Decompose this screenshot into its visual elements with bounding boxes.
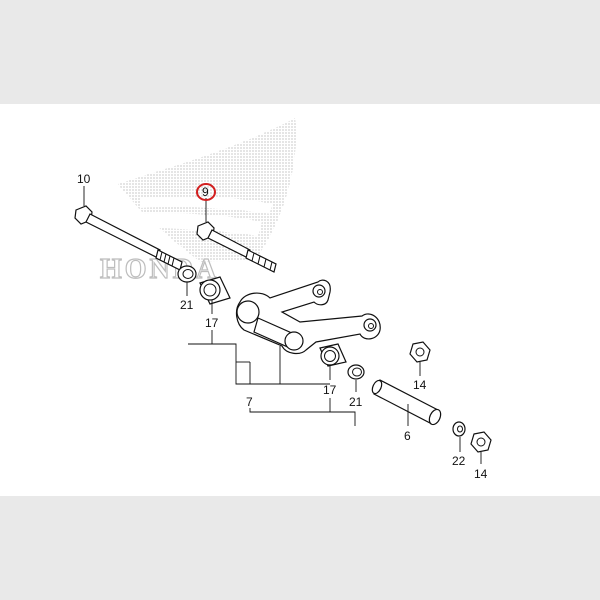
- bolt-10: [74, 205, 183, 271]
- leader-lines: [83, 186, 482, 464]
- link-arm-7: [235, 279, 381, 355]
- honda-wing-logo: [118, 118, 296, 262]
- nut-14-lower: [470, 431, 492, 453]
- bearing-17-upper: [199, 276, 231, 305]
- collar-6: [371, 379, 442, 426]
- bolt-9: [196, 221, 277, 273]
- highlight-circle: [196, 183, 216, 201]
- callout-9: 9: [202, 185, 209, 199]
- callout-22: 22: [452, 454, 466, 468]
- callout-21-upper: 21: [180, 298, 194, 312]
- nut-14-upper: [409, 341, 431, 363]
- washer-22: [452, 421, 466, 437]
- callout-10: 10: [77, 172, 91, 186]
- callout-7: 7: [246, 395, 253, 409]
- callout-6: 6: [404, 429, 411, 443]
- callout-21-lower: 21: [349, 395, 363, 409]
- bearing-17-lower: [319, 343, 347, 367]
- callout-14-lower: 14: [474, 467, 488, 481]
- dust-seal-21-upper: [177, 265, 197, 283]
- callout-17-upper: 17: [205, 316, 219, 330]
- dust-seal-21-lower: [347, 364, 365, 380]
- callout-17-lower: 17: [323, 383, 337, 397]
- callout-14-upper: 14: [413, 378, 427, 392]
